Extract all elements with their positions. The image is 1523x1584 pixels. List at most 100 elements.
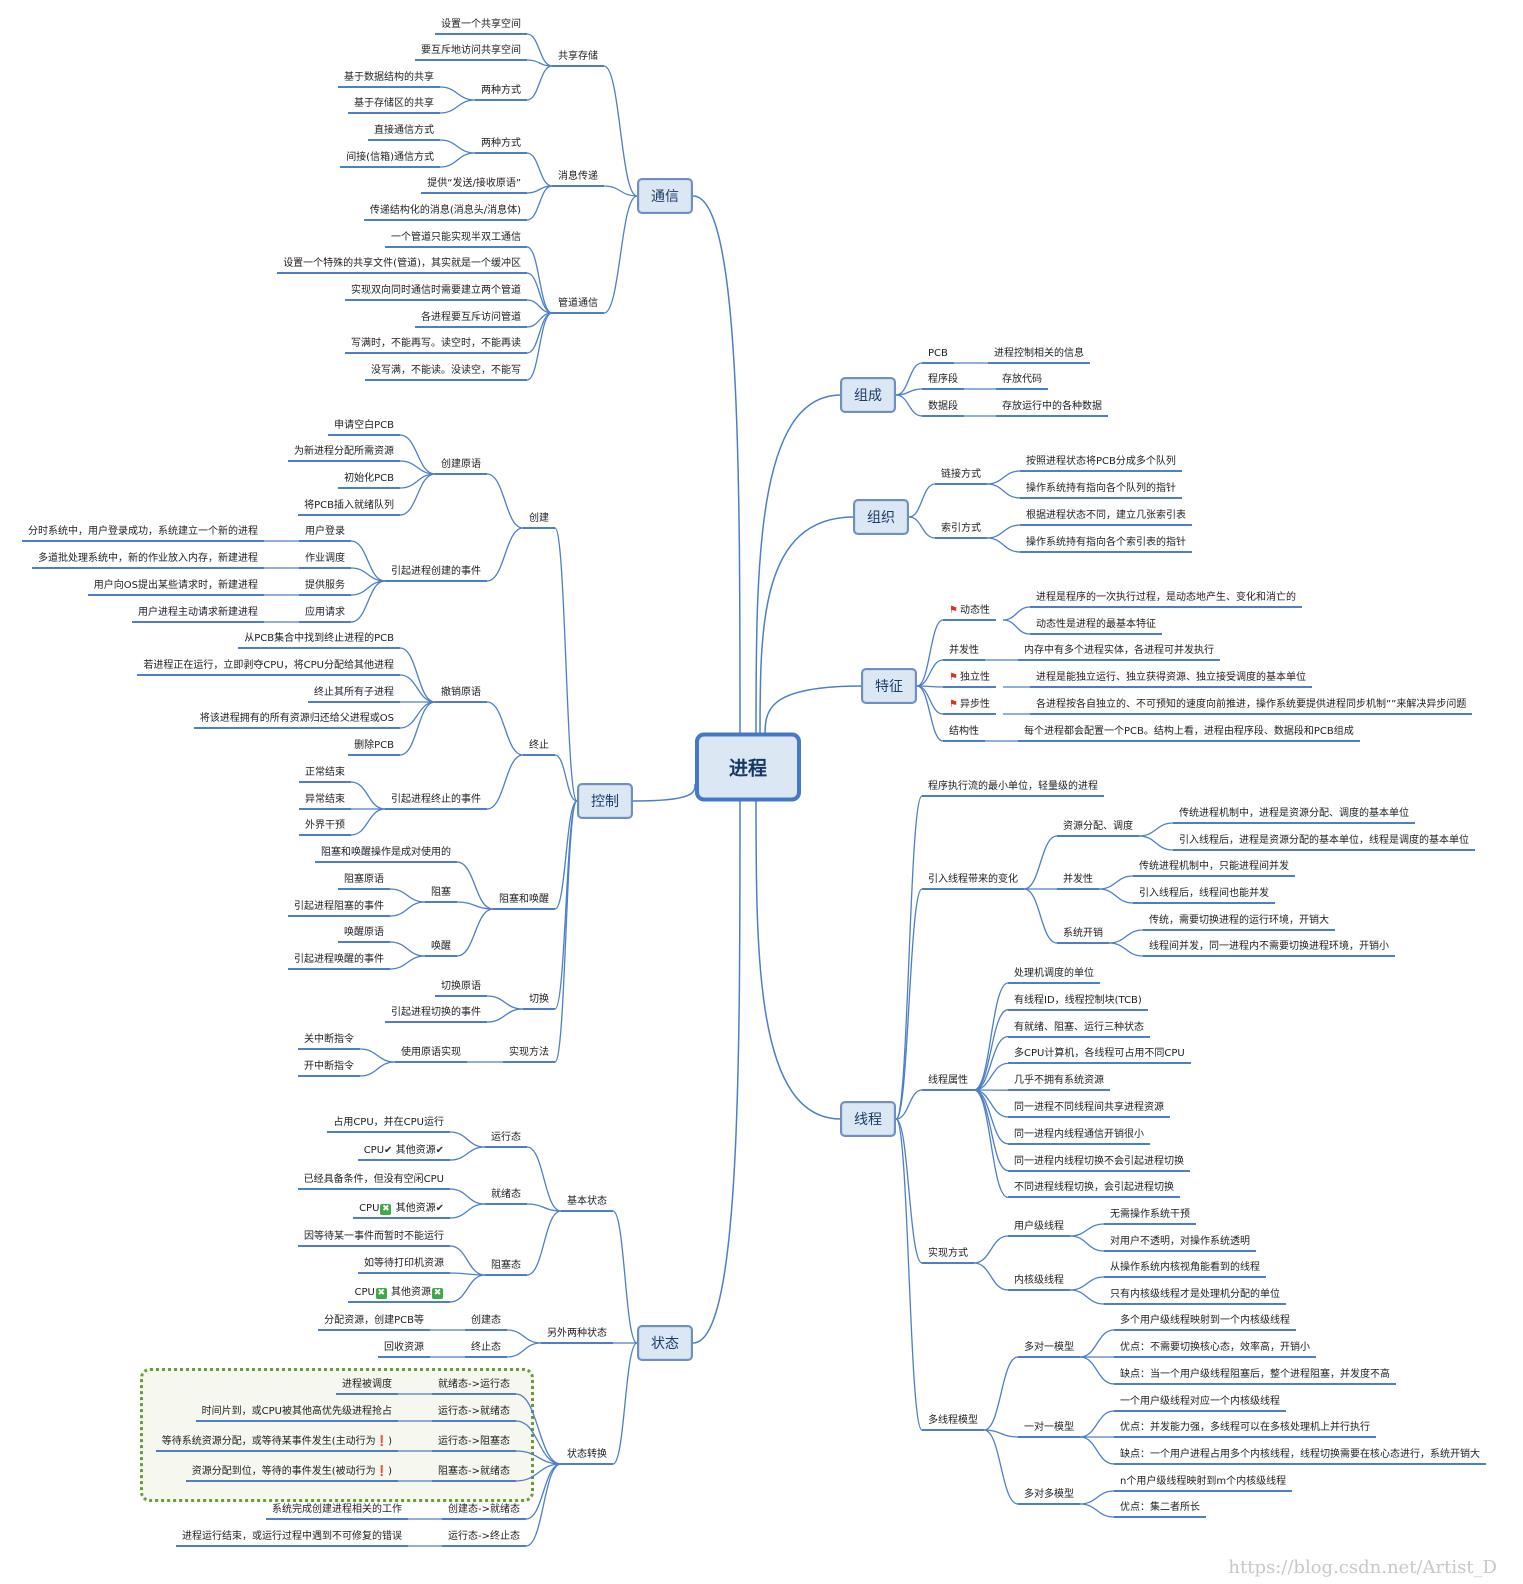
node-t2a[interactable]: 时间片到，或CPU被其他高优先级进程抢占 [195,1406,398,1422]
node-s2b1[interactable]: 回收资源 [378,1342,430,1358]
node-k3c[interactable]: 唤醒 [425,941,457,957]
node-k2a4[interactable]: 将该进程拥有的所有资源归还给父进程或OS [193,713,400,729]
node-h5b[interactable]: 一对一模型 [1018,1422,1080,1438]
node-g2a[interactable]: 存放代码 [996,374,1048,390]
node-h3b[interactable]: 有线程ID，线程控制块(TCB) [1008,995,1148,1011]
node-h5c2[interactable]: 优点：集二者所长 [1114,1502,1206,1518]
node-k2b3[interactable]: 外界干预 [299,820,351,836]
node-h5c1[interactable]: n个用户级线程映射到m个内核级线程 [1114,1476,1293,1492]
node-k5a2[interactable]: 开中断指令 [298,1061,360,1077]
node-h3h[interactable]: 同一进程内线程切换不会引起进程切换 [1008,1156,1190,1172]
node-h3i[interactable]: 不同进程线程切换，会引起进程切换 [1008,1182,1180,1199]
node-h4a[interactable]: 用户级线程 [1008,1221,1070,1237]
node-h3d[interactable]: 多CPU计算机，各线程可占用不同CPU [1008,1048,1191,1065]
node-k5a[interactable]: 使用原语实现 [395,1047,467,1063]
node-c1[interactable]: 共享存储 [552,51,604,67]
node-o2[interactable]: 索引方式 [935,523,987,539]
node-f4[interactable]: ⚑异步性 [943,699,996,715]
node-k1b4[interactable]: 应用请求 [299,607,351,623]
node-o1b[interactable]: 操作系统持有指向各个队列的指针 [1020,483,1182,499]
node-f1a[interactable]: 进程是程序的一次执行过程，是动态地产生、变化和消亡的 [1030,592,1302,608]
node-c1b[interactable]: 要互斥地访问共享空间 [415,45,527,61]
node-k1b2t[interactable]: 多道批处理系统中，新的作业放入内存，新建进程 [32,553,264,569]
node-g2[interactable]: 程序段 [922,374,964,390]
node-s1b1[interactable]: 已经具备条件，但没有空闲CPU [297,1174,450,1190]
node-c3f[interactable]: 没写满，不能读。没读空，不能写 [365,365,527,381]
node-s3[interactable]: 状态转换 [561,1449,613,1465]
node-c3[interactable]: 管道通信 [552,298,604,314]
node-k2[interactable]: 终止 [523,740,555,756]
node-t6[interactable]: 运行态->终止态 [442,1531,526,1547]
node-k3a[interactable]: 阻塞和唤醒操作是成对使用的 [315,847,457,863]
node-h5[interactable]: 多线程模型 [922,1415,984,1431]
node-h2[interactable]: 引入线程带来的变化 [922,874,1024,890]
node-t3[interactable]: 运行态->阻塞态 [432,1436,516,1452]
node-c2a1[interactable]: 直接通信方式 [368,125,440,141]
node-c3c[interactable]: 实现双向同时通信时需要建立两个管道 [345,285,527,301]
node-h4[interactable]: 实现方式 [922,1248,974,1264]
node-h3c[interactable]: 有就绪、阻塞、运行三种状态 [1008,1022,1150,1038]
node-s1a[interactable]: 运行态 [485,1132,527,1148]
node-k1b[interactable]: 引起进程创建的事件 [385,566,487,582]
node-k2b1[interactable]: 正常结束 [299,767,351,783]
node-f3[interactable]: ⚑独立性 [943,672,996,688]
node-k2a5[interactable]: 删除PCB [348,740,400,756]
node-k5a1[interactable]: 关中断指令 [298,1034,360,1050]
node-s1a1[interactable]: 占用CPU，并在CPU运行 [327,1117,450,1133]
node-s1[interactable]: 基本状态 [561,1196,613,1212]
node-f2a[interactable]: 内存中有多个进程实体，各进程可并发执行 [1018,645,1220,661]
branch-organize[interactable]: 组织 [853,499,909,535]
node-f3a[interactable]: 进程是能独立运行、独立获得资源、独立接受调度的基本单位 [1030,672,1312,688]
node-t1[interactable]: 就绪态->运行态 [432,1379,516,1395]
node-h2a2[interactable]: 引入线程后，进程是资源分配的基本单位，线程是调度的基本单位 [1173,835,1475,851]
node-k4a[interactable]: 切换原语 [435,981,487,997]
node-k1b1t[interactable]: 分时系统中，用户登录成功，系统建立一个新的进程 [22,526,264,542]
node-t4[interactable]: 阻塞态->就绪态 [432,1466,516,1482]
root-node[interactable]: 进程 [694,732,802,802]
node-h2c1[interactable]: 传统，需要切换进程的运行环境，开销大 [1143,915,1335,931]
node-k4[interactable]: 切换 [523,994,555,1010]
node-h3[interactable]: 线程属性 [922,1075,974,1091]
node-c2[interactable]: 消息传递 [552,171,604,187]
node-k3[interactable]: 阻塞和唤醒 [493,894,555,910]
node-k1b1[interactable]: 用户登录 [299,526,351,542]
branch-state[interactable]: 状态 [637,1325,693,1361]
node-s1c3[interactable]: CPU✖ 其他资源✖ [348,1287,450,1303]
node-c1c[interactable]: 两种方式 [475,85,527,101]
node-k1a2[interactable]: 为新进程分配所需资源 [288,446,400,462]
node-k1a4[interactable]: 将PCB插入就绪队列 [298,500,400,516]
branch-compose[interactable]: 组成 [840,377,896,413]
node-k3c2[interactable]: 引起进程唤醒的事件 [288,954,390,970]
node-s1c1[interactable]: 因等待某一事件而暂时不能运行 [298,1231,450,1247]
node-k3b[interactable]: 阻塞 [425,887,457,903]
node-s2b[interactable]: 终止态 [465,1342,507,1358]
branch-feature[interactable]: 特征 [861,668,917,704]
node-h5b2[interactable]: 优点：并发能力强，多线程可以在多核处理机上并行执行 [1114,1422,1376,1438]
node-h4b[interactable]: 内核级线程 [1008,1275,1070,1291]
node-s2[interactable]: 另外两种状态 [541,1328,613,1344]
node-f2[interactable]: 并发性 [943,645,985,661]
node-g1a[interactable]: 进程控制相关的信息 [988,348,1090,364]
node-t5a[interactable]: 系统完成创建进程相关的工作 [266,1504,408,1520]
node-g3a[interactable]: 存放运行中的各种数据 [996,401,1108,417]
node-h5a[interactable]: 多对一模型 [1018,1342,1080,1358]
node-t3a[interactable]: 等待系统资源分配，或等待某事件发生(主动行为❗) [155,1436,398,1452]
node-h5a1[interactable]: 多个用户级线程映射到一个内核级线程 [1114,1315,1296,1331]
node-o2b[interactable]: 操作系统持有指向各个索引表的指针 [1020,537,1192,553]
node-c1c1[interactable]: 基于数据结构的共享 [338,72,440,88]
node-c3d[interactable]: 各进程要互斥访问管道 [415,312,527,328]
node-h4b1[interactable]: 从操作系统内核视角能看到的线程 [1104,1262,1266,1278]
node-t4a[interactable]: 资源分配到位，等待的事件发生(被动行为❗) [185,1466,398,1482]
branch-thread[interactable]: 线程 [840,1101,896,1137]
node-h4b2[interactable]: 只有内核级线程才是处理机分配的单位 [1104,1289,1286,1305]
node-h5b3[interactable]: 缺点：一个用户进程占用多个内核线程，线程切换需要在核心态进行，系统开销大 [1114,1449,1486,1465]
node-k2b[interactable]: 引起进程终止的事件 [385,794,487,810]
node-t6a[interactable]: 进程运行结束，或运行过程中遇到不可修复的错误 [176,1531,408,1547]
node-h2a1[interactable]: 传统进程机制中，进程是资源分配、调度的基本单位 [1173,808,1415,824]
node-h2a[interactable]: 资源分配、调度 [1057,821,1139,837]
branch-comm[interactable]: 通信 [637,178,693,214]
node-g1[interactable]: PCB [922,348,954,364]
node-c1a[interactable]: 设置一个共享空间 [435,19,527,35]
node-h3e[interactable]: 几乎不拥有系统资源 [1008,1075,1110,1092]
node-c3a[interactable]: 一个管道只能实现半双工通信 [385,232,527,248]
